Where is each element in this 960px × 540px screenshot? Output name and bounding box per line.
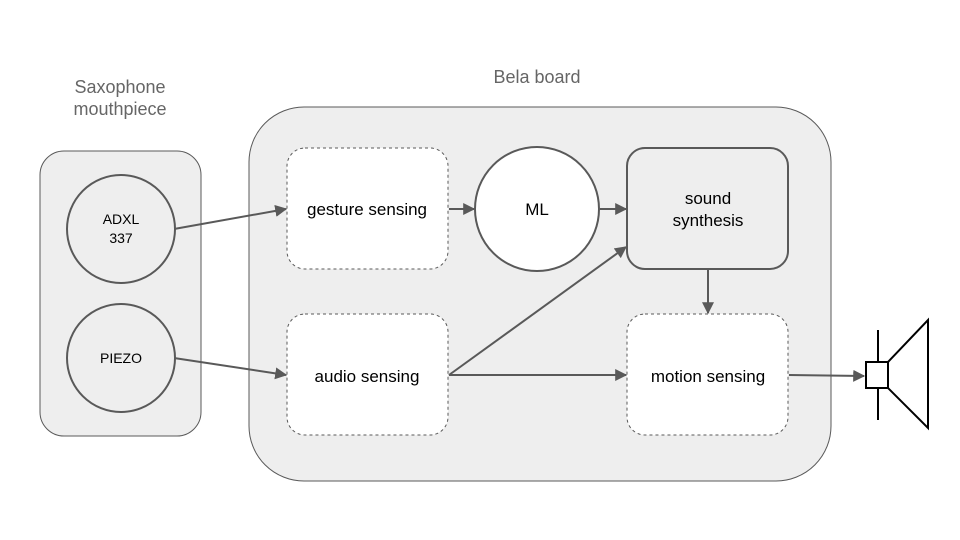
adxl-label-line2: 337 [109, 230, 133, 246]
piezo-node[interactable]: PIEZO [66, 303, 176, 413]
edge-motion-to-speaker [788, 369, 866, 382]
sound-synthesis-label-line2: synthesis [673, 211, 744, 230]
sound-synthesis-label-line1: sound [685, 189, 731, 208]
edge-audio-to-synthesis [448, 246, 627, 376]
mouthpiece-group-label-line2: mouthpiece [73, 99, 166, 119]
speaker-icon [865, 317, 929, 431]
sound-synthesis-node[interactable]: sound synthesis [626, 147, 789, 270]
bela-group-label: Bela board [493, 67, 580, 87]
motion-sensing-label: motion sensing [651, 367, 765, 386]
piezo-label: PIEZO [100, 350, 142, 366]
mouthpiece-group-label-line1: Saxophone [74, 77, 165, 97]
gesture-sensing-node[interactable]: gesture sensing [286, 147, 449, 270]
ml-node[interactable]: ML [474, 146, 600, 272]
ml-label: ML [525, 200, 549, 219]
motion-sensing-node[interactable]: motion sensing [626, 313, 789, 436]
adxl-node[interactable]: ADXL 337 [66, 174, 176, 284]
edge-piezo-to-audio [173, 357, 288, 380]
edge-adxl-to-gesture [173, 204, 288, 230]
gesture-sensing-label: gesture sensing [307, 200, 427, 219]
audio-sensing-node[interactable]: audio sensing [286, 313, 449, 436]
audio-sensing-label: audio sensing [315, 367, 420, 386]
adxl-label-line1: ADXL [103, 211, 140, 227]
